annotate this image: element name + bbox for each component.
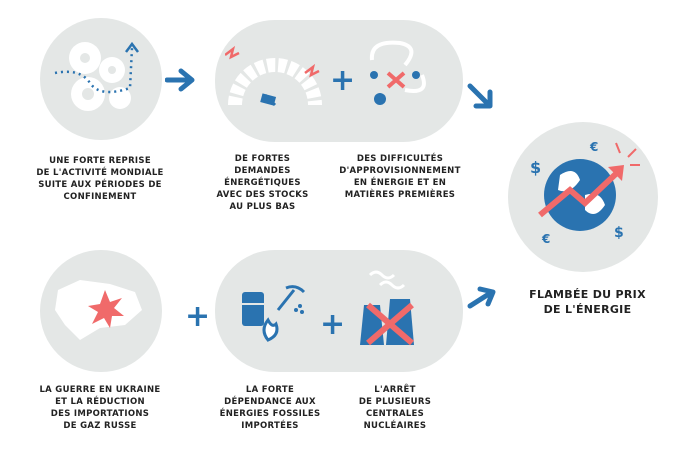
caption-reprise: Une forte reprisede l'activité mondiales… xyxy=(36,156,164,202)
caption-ukraine: La guerre en Ukraineet la réductiondes i… xyxy=(39,385,161,431)
dollar-sign: $ xyxy=(530,158,541,177)
nuclear-plant-icon xyxy=(360,270,414,346)
plus-sign: + xyxy=(320,307,346,342)
caption-approvisionnement: Des difficultésd'approvisionnementen éne… xyxy=(339,154,461,200)
arrow-up-right-icon xyxy=(467,286,496,309)
blob-reprise xyxy=(40,18,162,140)
fossil-fuel-icon xyxy=(242,285,306,342)
blob-demande-approvisionnement xyxy=(215,20,463,142)
plus-sign: + xyxy=(330,63,356,98)
dollar-sign: $ xyxy=(614,225,624,241)
caption-demande: De fortes demandesénergétiquesavec des s… xyxy=(216,154,309,212)
plus-sign: + xyxy=(185,299,211,334)
arrow-right-icon xyxy=(165,68,195,92)
gears-icon xyxy=(54,41,139,111)
euro-sign: € xyxy=(541,232,550,246)
gauge-icon xyxy=(225,45,322,107)
globe-rising-price-icon: $ € € $ xyxy=(530,140,640,246)
arrow-down-right-icon xyxy=(467,83,493,109)
result-title: Flambée du prixde l'énergie xyxy=(529,288,646,316)
caption-fossile: La fortedépendance auxénergies fossilesi… xyxy=(219,385,321,431)
supply-disruption-icon xyxy=(369,40,426,105)
euro-sign: € xyxy=(589,140,598,154)
ukraine-map-icon xyxy=(55,280,142,340)
caption-nucleaire: L'arrêtde plusieurscentralesnucléaires xyxy=(358,385,432,431)
